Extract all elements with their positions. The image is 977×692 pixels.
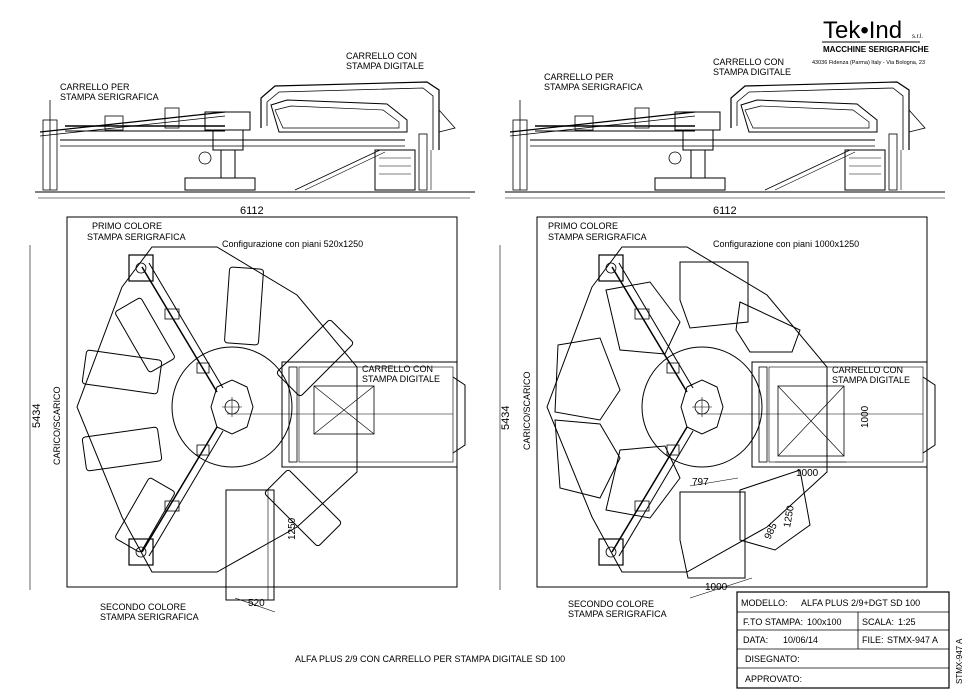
left-config-title: Configurazione con piani 520x1250: [222, 239, 363, 249]
right-dim-797: 797: [692, 477, 709, 488]
right-first-color-l1: PRIMO COLORE: [548, 221, 618, 231]
right-height-dim: 5434: [500, 406, 512, 430]
left-digital-l2: STAMPA DIGITALE: [362, 374, 440, 384]
file-value: STMX-947 A: [887, 635, 938, 645]
right-digital-label-l1: CARRELLO CON: [713, 57, 784, 67]
right-serigraphy-label-l1: CARRELLO PER: [544, 72, 614, 82]
left-height-dim: 5434: [31, 404, 43, 428]
left-digital-l1: CARRELLO CON: [362, 364, 433, 374]
company-logo: Tek•Ind s.r.l. MACCHINE SERIGRAFICHE 430…: [812, 17, 929, 66]
left-serigraphy-label-l1: CARRELLO PER: [60, 82, 130, 92]
right-config-title: Configurazione con piani 1000x1250: [713, 239, 859, 249]
scala-value: 1:25: [898, 617, 916, 627]
left-digital-label-l2: STAMPA DIGITALE: [346, 61, 424, 71]
left-load-unload: CARICO/SCARICO: [52, 386, 62, 465]
right-digital-l1: CARRELLO CON: [832, 365, 903, 375]
logo-tagline: MACCHINE SERIGRAFICHE: [823, 45, 929, 54]
right-first-color-l2: STAMPA SERIGRAFICA: [548, 232, 647, 242]
left-digital-print-area: [313, 385, 375, 435]
left-dim-1250: 1250: [287, 517, 298, 540]
modello-label: MODELLO:: [741, 598, 788, 608]
approvato-label: APPROVATO:: [745, 674, 802, 684]
right-dim-985: 985: [763, 521, 780, 541]
left-plan-platens: [81, 266, 354, 601]
disegnato-label: DISEGNATO:: [745, 654, 800, 664]
left-width-dim: 6112: [240, 205, 264, 217]
right-dim-1250: 1250: [782, 504, 797, 528]
right-width-dim: 6112: [713, 205, 737, 217]
logo-suffix: s.r.l.: [912, 34, 923, 40]
right-digital-print-area: [777, 385, 845, 457]
data-value: 10/06/14: [783, 635, 818, 645]
data-label: DATA:: [743, 635, 768, 645]
logo-address: 43036 Fidenza (Parma) Italy - Via Bologn…: [812, 60, 925, 66]
right-serigraphy-label-l2: STAMPA SERIGRAFICA: [544, 82, 643, 92]
right-dim-1000-v: 1000: [860, 405, 871, 428]
right-elevation-view: [504, 81, 946, 193]
right-digital-l2: STAMPA DIGITALE: [832, 375, 910, 385]
left-serigraphy-label-l2: STAMPA SERIGRAFICA: [60, 92, 159, 102]
file-label: FILE:: [862, 635, 884, 645]
side-drawing-code: STMX-947 A: [955, 638, 964, 684]
modello-value: ALFA PLUS 2/9+DGT SD 100: [801, 598, 920, 608]
right-plan-view: [536, 216, 936, 588]
fto-value: 100x100: [807, 617, 842, 627]
right-dim-1000-h: 1000: [796, 468, 819, 479]
right-second-color-l2: STAMPA SERIGRAFICA: [568, 609, 667, 619]
logo-brand: Tek•Ind: [823, 17, 902, 44]
scala-label: SCALA:: [862, 617, 894, 627]
right-load-unload: CARICO/SCARICO: [522, 371, 532, 450]
drawing-caption: ALFA PLUS 2/9 CON CARRELLO PER STAMPA DI…: [295, 654, 565, 664]
left-first-color-l1: PRIMO COLORE: [92, 221, 162, 231]
fto-label: F.TO STAMPA:: [743, 617, 803, 627]
left-first-color-l2: STAMPA SERIGRAFICA: [87, 232, 186, 242]
title-block: MODELLO: ALFA PLUS 2/9+DGT SD 100 F.TO S…: [736, 591, 950, 689]
left-plan-view: [66, 216, 466, 588]
left-second-color-l1: SECONDO COLORE: [100, 602, 186, 612]
left-dim-520: 520: [248, 598, 265, 609]
right-second-color-l1: SECONDO COLORE: [568, 599, 654, 609]
right-plan-platens: [554, 261, 811, 579]
right-dim-1000-b: 1000: [705, 582, 728, 593]
left-digital-label-l1: CARRELLO CON: [346, 51, 417, 61]
right-digital-label-l2: STAMPA DIGITALE: [713, 67, 791, 77]
left-second-color-l2: STAMPA SERIGRAFICA: [100, 612, 199, 622]
